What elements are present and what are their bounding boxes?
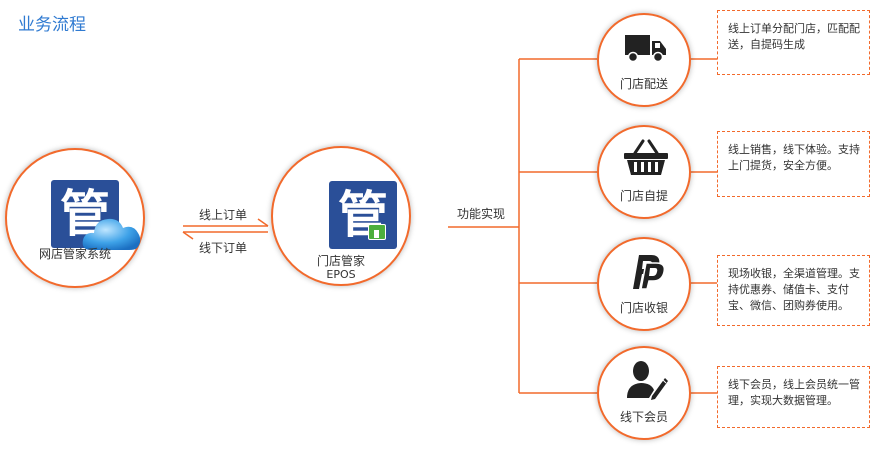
shop-icon — [368, 224, 386, 240]
edge-online-order: 线上订单 — [199, 208, 248, 222]
guan-logo: 管 — [329, 181, 397, 249]
delivery-truck-icon — [625, 35, 666, 63]
feature-pickup-label: 门店自提 — [619, 189, 668, 203]
online-system-label: 网店管家系统 — [38, 247, 111, 261]
feature-delivery-node: 门店配送 — [597, 13, 691, 107]
epos-label: 门店管家 — [316, 254, 365, 268]
feature-checkout-node: 门店收银 — [597, 237, 691, 331]
feature-checkout-label: 门店收银 — [619, 301, 668, 315]
member-edit-icon — [627, 361, 668, 400]
page-title: 业务流程 — [18, 15, 86, 35]
feature-pickup-node: 门店自提 — [597, 125, 691, 219]
shopping-basket-icon — [624, 139, 668, 175]
feature-member-label: 线下会员 — [619, 410, 668, 424]
cloud-icon — [82, 218, 141, 250]
online-system-node: 管 网店管家系统 — [5, 148, 145, 288]
paypal-icon — [633, 255, 666, 290]
edge-offline-order: 线下订单 — [199, 241, 248, 255]
epos-node: 管 门店管家 EPOS — [271, 146, 411, 286]
epos-sub-label: EPOS — [326, 268, 356, 281]
feature-checkout-desc: 现场收银，全渠道管理。支持优惠券、储值卡、支付宝、微信、团购券使用。 — [717, 255, 870, 326]
feature-member-desc: 线下会员，线上会员统一管理，实现大数据管理。 — [717, 366, 870, 428]
feature-delivery-label: 门店配送 — [619, 77, 668, 91]
edge-function: 功能实现 — [457, 207, 506, 221]
feature-pickup-desc: 线上销售，线下体验。支持上门提货，安全方便。 — [717, 131, 870, 197]
feature-member-node: 线下会员 — [597, 346, 691, 440]
feature-delivery-desc: 线上订单分配门店，匹配配送，自提码生成 — [717, 10, 870, 75]
